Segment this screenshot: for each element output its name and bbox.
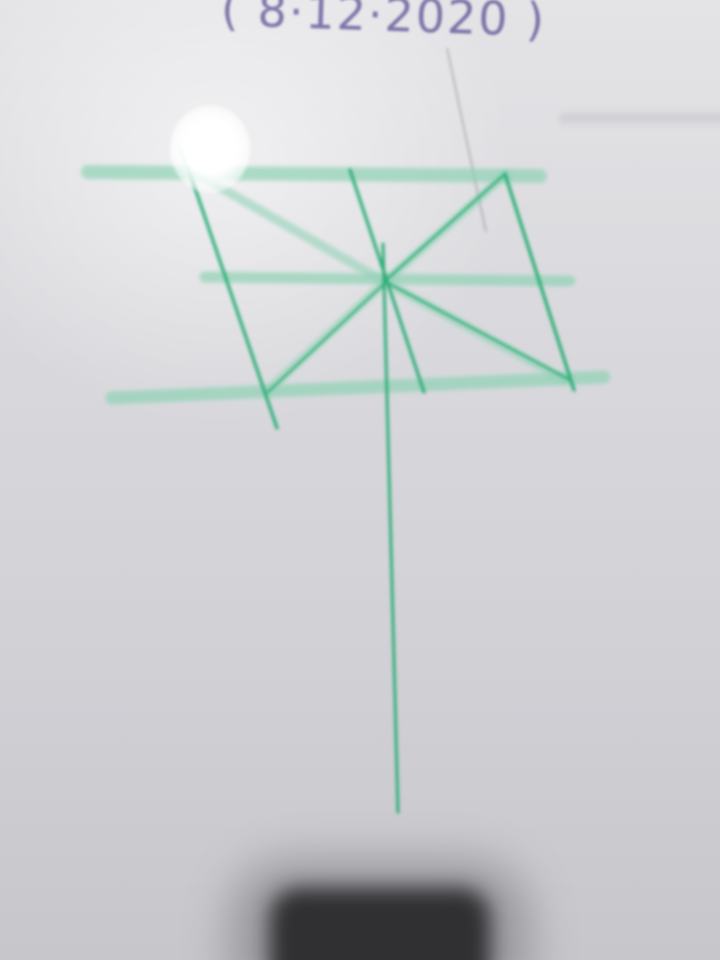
marker-stroke-bottom-right: [384, 280, 572, 382]
board-frame-edge: [560, 110, 720, 126]
marker-stroke-bottom-left: [266, 282, 386, 394]
marker-stroke-inner: [348, 168, 426, 394]
faint-horizontal-line-top: [81, 165, 547, 183]
marker-stroke-right: [503, 172, 576, 392]
marker-stroke-left: [180, 148, 279, 430]
marker-stroke-top-right: [384, 172, 507, 282]
faint-horizontal-line-bottom: [105, 370, 611, 405]
marker-stroke-vertical: [381, 242, 400, 814]
camera-flash-glare-icon: [170, 105, 250, 193]
phone-shadow-icon: [270, 888, 490, 960]
